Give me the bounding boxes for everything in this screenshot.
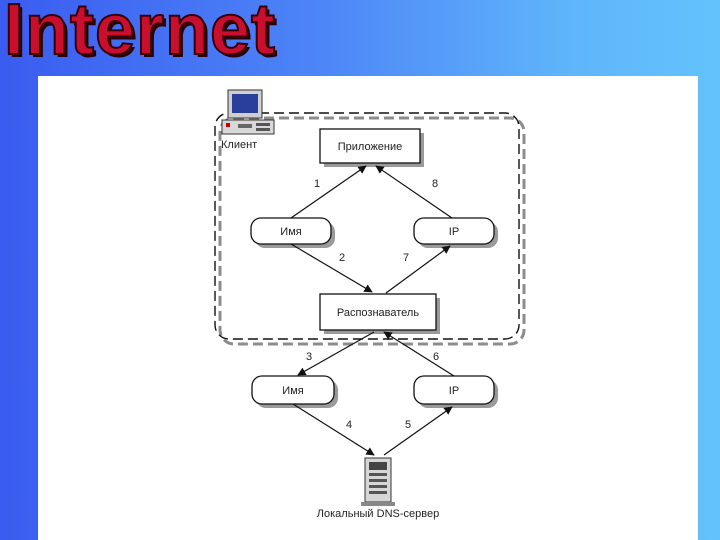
edge-8 [375, 165, 453, 219]
edge-label-2: 2 [339, 252, 345, 264]
edge-3 [297, 331, 375, 376]
dns-server-icon [361, 457, 395, 506]
edge-label-1: 1 [314, 178, 320, 190]
client-boundary [214, 112, 520, 340]
edge-label-5: 5 [405, 419, 411, 431]
edge-4 [292, 403, 375, 456]
resolver-label: Распознаватель [337, 307, 419, 319]
application-label: Приложение [338, 141, 403, 153]
ip-node-top [413, 217, 495, 245]
client-boundary-shadow [218, 116, 526, 346]
edge-1 [290, 165, 367, 219]
slide-title: Internet [3, 0, 277, 70]
edge-label-8: 8 [432, 178, 438, 190]
application-node [319, 128, 421, 164]
edge-label-7: 7 [403, 252, 409, 264]
resolver-node [319, 293, 437, 331]
edge-6 [383, 331, 455, 377]
edge-5 [383, 406, 453, 456]
dns-resolution-diagram: Клиент Приложение Имя IP Распознаватель … [214, 89, 526, 520]
edge-label-3: 3 [306, 351, 312, 363]
client-label: Клиент [221, 139, 257, 151]
edge-label-4: 4 [346, 419, 352, 431]
edge-2 [290, 243, 373, 293]
client-computer-icon [221, 89, 275, 135]
ip-bottom-label: IP [449, 385, 459, 397]
name-bottom-label: Имя [282, 385, 303, 397]
dns-server-label: Локальный DNS-сервер [317, 508, 439, 520]
diagram-panel: Клиент Приложение Имя IP Распознаватель … [38, 76, 698, 540]
edge-7 [385, 245, 451, 294]
edge-label-6: 6 [433, 351, 439, 363]
name-top-label: Имя [280, 226, 301, 238]
ip-top-label: IP [449, 226, 459, 238]
